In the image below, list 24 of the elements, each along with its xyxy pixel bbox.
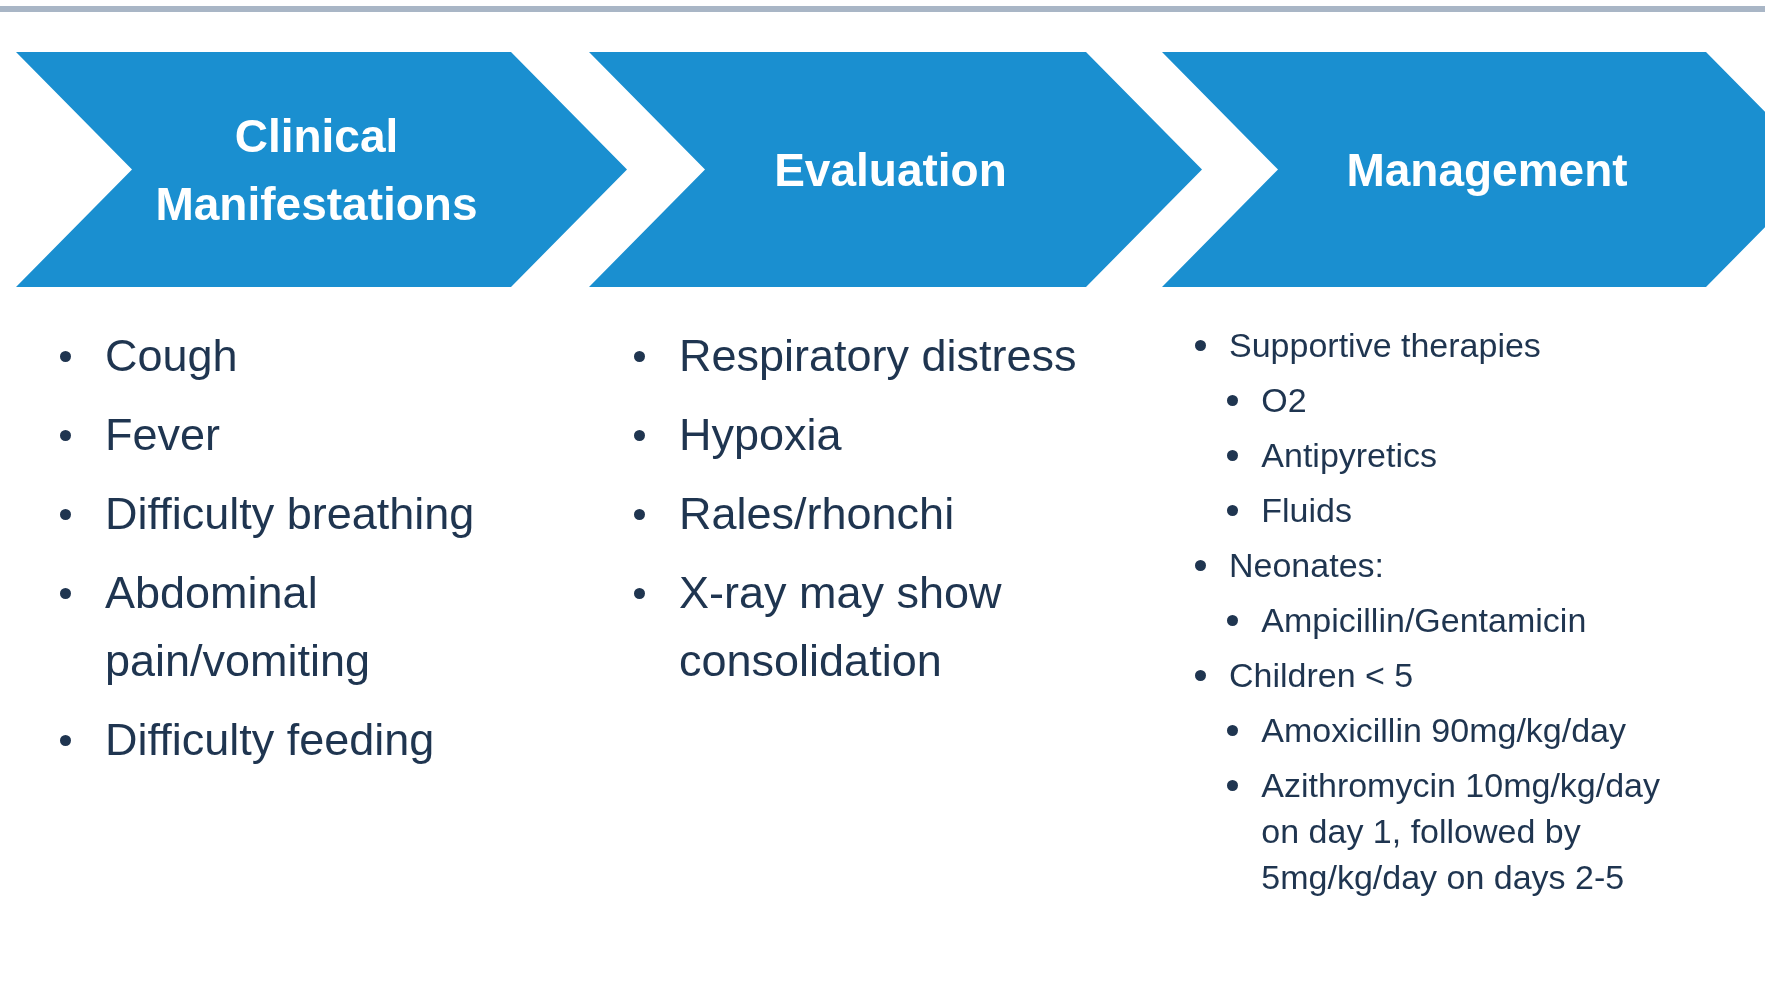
bullet-item: Hypoxia <box>634 401 1114 469</box>
chevron-step <box>589 52 1202 287</box>
bullet-item: Neonates: <box>1195 542 1685 588</box>
bullet-item: Respiratory distress <box>634 322 1114 390</box>
step-title: Evaluation <box>774 142 1007 198</box>
bullet-item: Difficulty breathing <box>60 480 560 548</box>
bullet-item: O2 <box>1195 377 1685 423</box>
chevron-step <box>1162 52 1765 287</box>
step-title: Clinical Manifestations <box>154 108 479 232</box>
bullet-item: Fever <box>60 401 560 469</box>
bullet-item: Children < 5 <box>1195 652 1685 698</box>
bullet-item: Ampicillin/Gentamicin <box>1195 597 1685 643</box>
bullet-item: Fluids <box>1195 487 1685 533</box>
bullet-item: Azithromycin 10mg/kg/day on day 1, followed by 5mg/kg/day on days 2-5 <box>1195 762 1685 900</box>
bullet-item: Difficulty feeding <box>60 706 560 774</box>
bullet-item: Antipyretics <box>1195 432 1685 478</box>
bullet-item: Cough <box>60 322 560 390</box>
bullet-item: Abdominal pain/vomiting <box>60 559 560 695</box>
bullet-item: Rales/rhonchi <box>634 480 1114 548</box>
bullet-item: X-ray may show consolidation <box>634 559 1114 695</box>
bullet-item: Supportive therapies <box>1195 322 1685 368</box>
bullet-item: Amoxicillin 90mg/kg/day <box>1195 707 1685 753</box>
chevron-step <box>16 52 627 287</box>
step-title: Management <box>1346 142 1628 198</box>
